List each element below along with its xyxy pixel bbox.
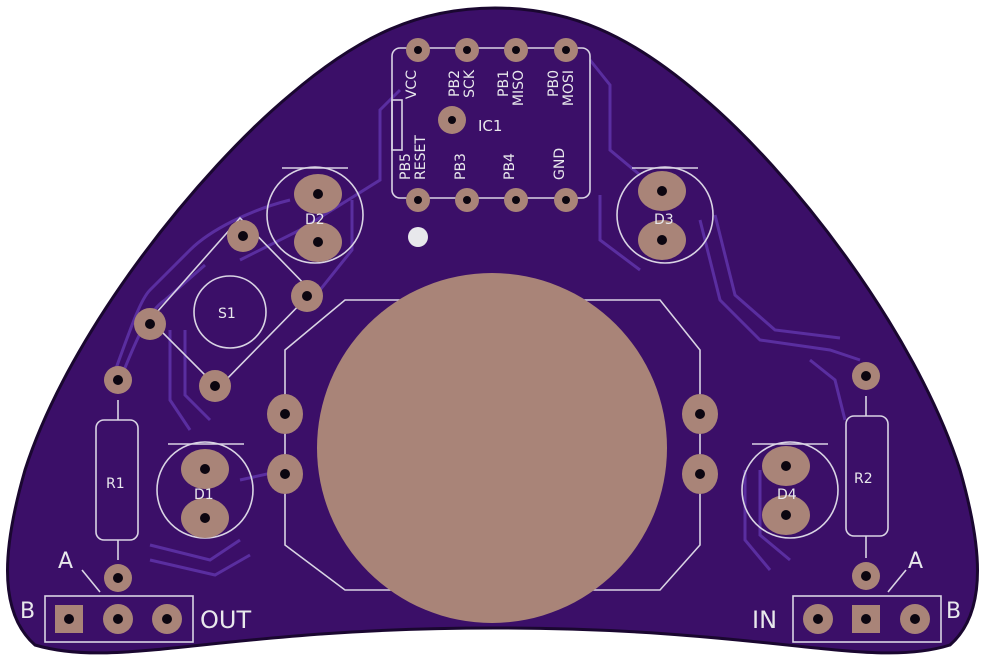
d2-label: D2: [305, 212, 325, 228]
d1-label: D1: [194, 487, 214, 503]
out-label: OUT: [200, 606, 251, 634]
d3-label: D3: [654, 212, 674, 228]
ic1-bottom-pins: [406, 188, 578, 212]
in-a-label: A: [908, 549, 923, 574]
ic1-bottom-pin-label: RESET: [413, 135, 429, 180]
r1: R1: [95, 366, 139, 592]
ic1-label: IC1: [478, 117, 502, 135]
ic1-top-pin-label: MOSI: [561, 70, 577, 106]
ic1-bottom-pin-label: GND: [552, 148, 568, 180]
s1: S1: [134, 216, 323, 402]
d4-label: D4: [777, 487, 797, 503]
in-label: IN: [752, 606, 777, 634]
ic1-bottom-pin-label: PB3: [453, 153, 469, 180]
fiducial-dot: [408, 227, 428, 247]
d3: D3: [616, 166, 714, 264]
ic1-bottom-pin-label: PB4: [502, 153, 518, 180]
ic1-via-hole: [448, 116, 456, 124]
ic1-top-pin-label: SCK: [462, 69, 478, 98]
ic1-notch: [391, 99, 403, 151]
ic1-top-pin-label: PB2: [447, 70, 463, 97]
out-a-label: A: [58, 549, 73, 574]
ic1-bottom-pin-label: PB5: [398, 153, 414, 180]
s1-label: S1: [218, 306, 236, 322]
ic1-top-pin-label: VCC: [404, 70, 420, 99]
battery-pad: [317, 273, 667, 623]
in-connector: A B IN: [752, 549, 961, 643]
r2-label: R2: [854, 471, 873, 487]
ic1-top-pin-label: MISO: [511, 70, 527, 106]
d4: D4: [741, 441, 839, 539]
out-connector: A B OUT: [20, 549, 251, 643]
r1-label: R1: [106, 476, 125, 492]
ic1-top-pins: [406, 38, 578, 62]
copper-traces: [108, 59, 861, 577]
d1: D1: [156, 441, 254, 539]
battery-holder: [267, 273, 718, 623]
d2: D2: [266, 166, 364, 264]
ic1-top-pin-label: PB1: [496, 70, 512, 97]
ic1-top-pin-label: PB0: [546, 70, 562, 97]
in-b-label: B: [946, 599, 961, 624]
out-b-label: B: [20, 599, 35, 624]
r2: R2: [845, 362, 889, 590]
